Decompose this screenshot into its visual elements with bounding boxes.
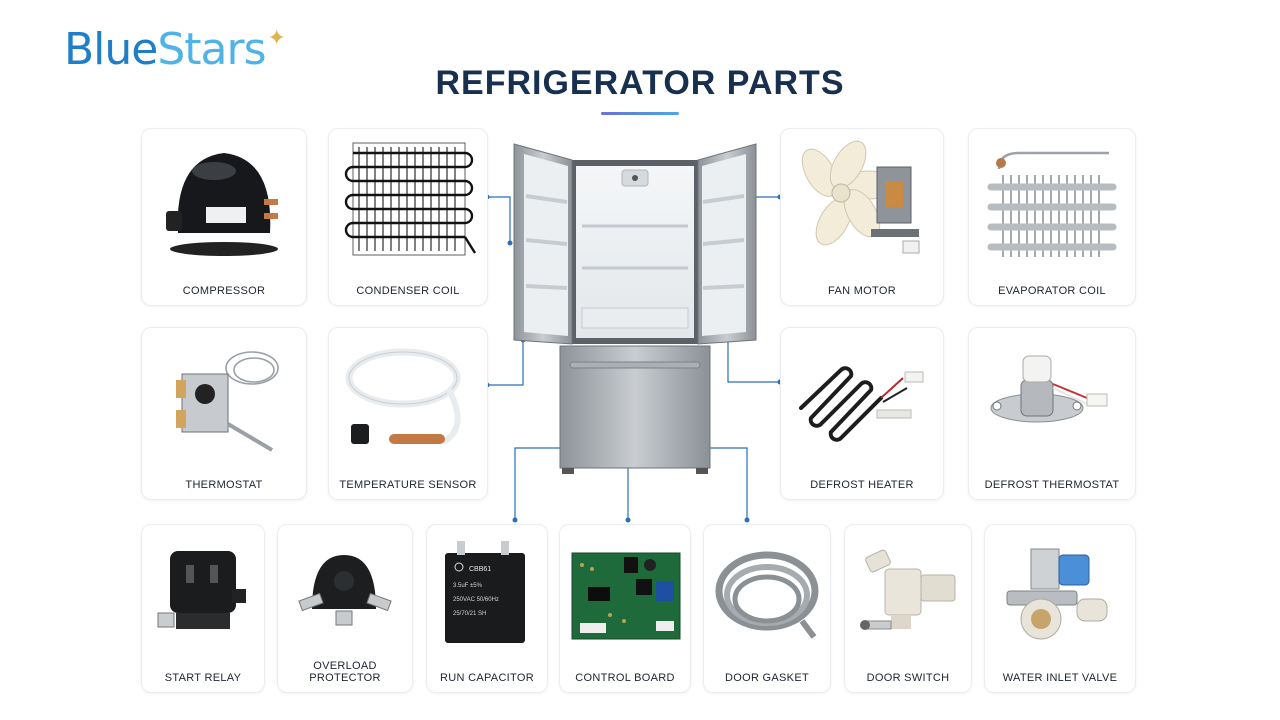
capacitor-class: 25/70/21 SH [453,611,486,617]
part-label: DEFROST HEATER [810,479,914,491]
part-label: RUN CAPACITOR [440,672,534,684]
sparkle-icon: ✦ [267,26,286,51]
part-label: FAN MOTOR [828,285,896,297]
brand-name-stars: Stars [157,24,266,75]
part-label: WATER INLET VALVE [1002,672,1118,684]
part-label: DOOR GASKET [725,672,809,684]
part-card-start-relay: START RELAY [141,524,265,693]
brand-logo: Blue Stars ✦ [64,24,286,75]
part-card-defrost-thermostat: DEFROST THERMOSTAT [968,327,1136,500]
part-label: TEMPERATURE SENSOR [339,479,477,491]
capacitor-rating: 3.5uF ±5% [453,583,483,589]
part-card-run-capacitor: CBB61 3.5uF ±5% 250VAC 50/60Hz 25/70/21 … [426,524,548,693]
part-label: CONDENSER COIL [356,285,460,297]
part-card-control-board: CONTROL BOARD [559,524,691,693]
part-card-defrost-heater: DEFROST HEATER [780,327,944,500]
part-card-fan-motor: FAN MOTOR [780,128,944,306]
part-card-evaporator-coil: EVAPORATOR COIL [968,128,1136,306]
connector-defrost-heater [727,340,780,383]
part-card-overload-protector: OVERLOAD PROTECTOR [277,524,413,693]
part-card-compressor: COMPRESSOR [141,128,307,306]
part-card-door-switch: DOOR SWITCH [844,524,972,693]
part-card-door-gasket: DOOR GASKET [703,524,831,693]
part-label: DOOR SWITCH [866,672,950,684]
part-label: CONTROL BOARD [575,672,675,684]
page-title: REFRIGERATOR PARTS [435,64,845,102]
part-label: START RELAY [164,672,242,684]
part-card-temperature-sensor: TEMPERATURE SENSOR [328,327,488,500]
capacitor-model: CBB61 [469,566,491,573]
title-underline [601,112,679,115]
part-card-thermostat: THERMOSTAT [141,327,307,500]
connector-condenser-coil [487,196,511,243]
brand-name-blue: Blue [64,24,158,75]
part-label: DEFROST THERMOSTAT [984,479,1120,491]
refrigerator-illustration [510,140,760,475]
connector-temperature-sensor [487,340,524,386]
part-label: COMPRESSOR [182,285,266,297]
part-label: EVAPORATOR COIL [998,285,1106,297]
part-card-water-inlet-valve: WATER INLET VALVE [984,524,1136,693]
part-label: THERMOSTAT [185,479,263,491]
capacitor-voltage: 250VAC 50/60Hz [453,597,499,603]
part-card-condenser-coil: CONDENSER COIL [328,128,488,306]
part-label: OVERLOAD PROTECTOR [309,660,381,684]
